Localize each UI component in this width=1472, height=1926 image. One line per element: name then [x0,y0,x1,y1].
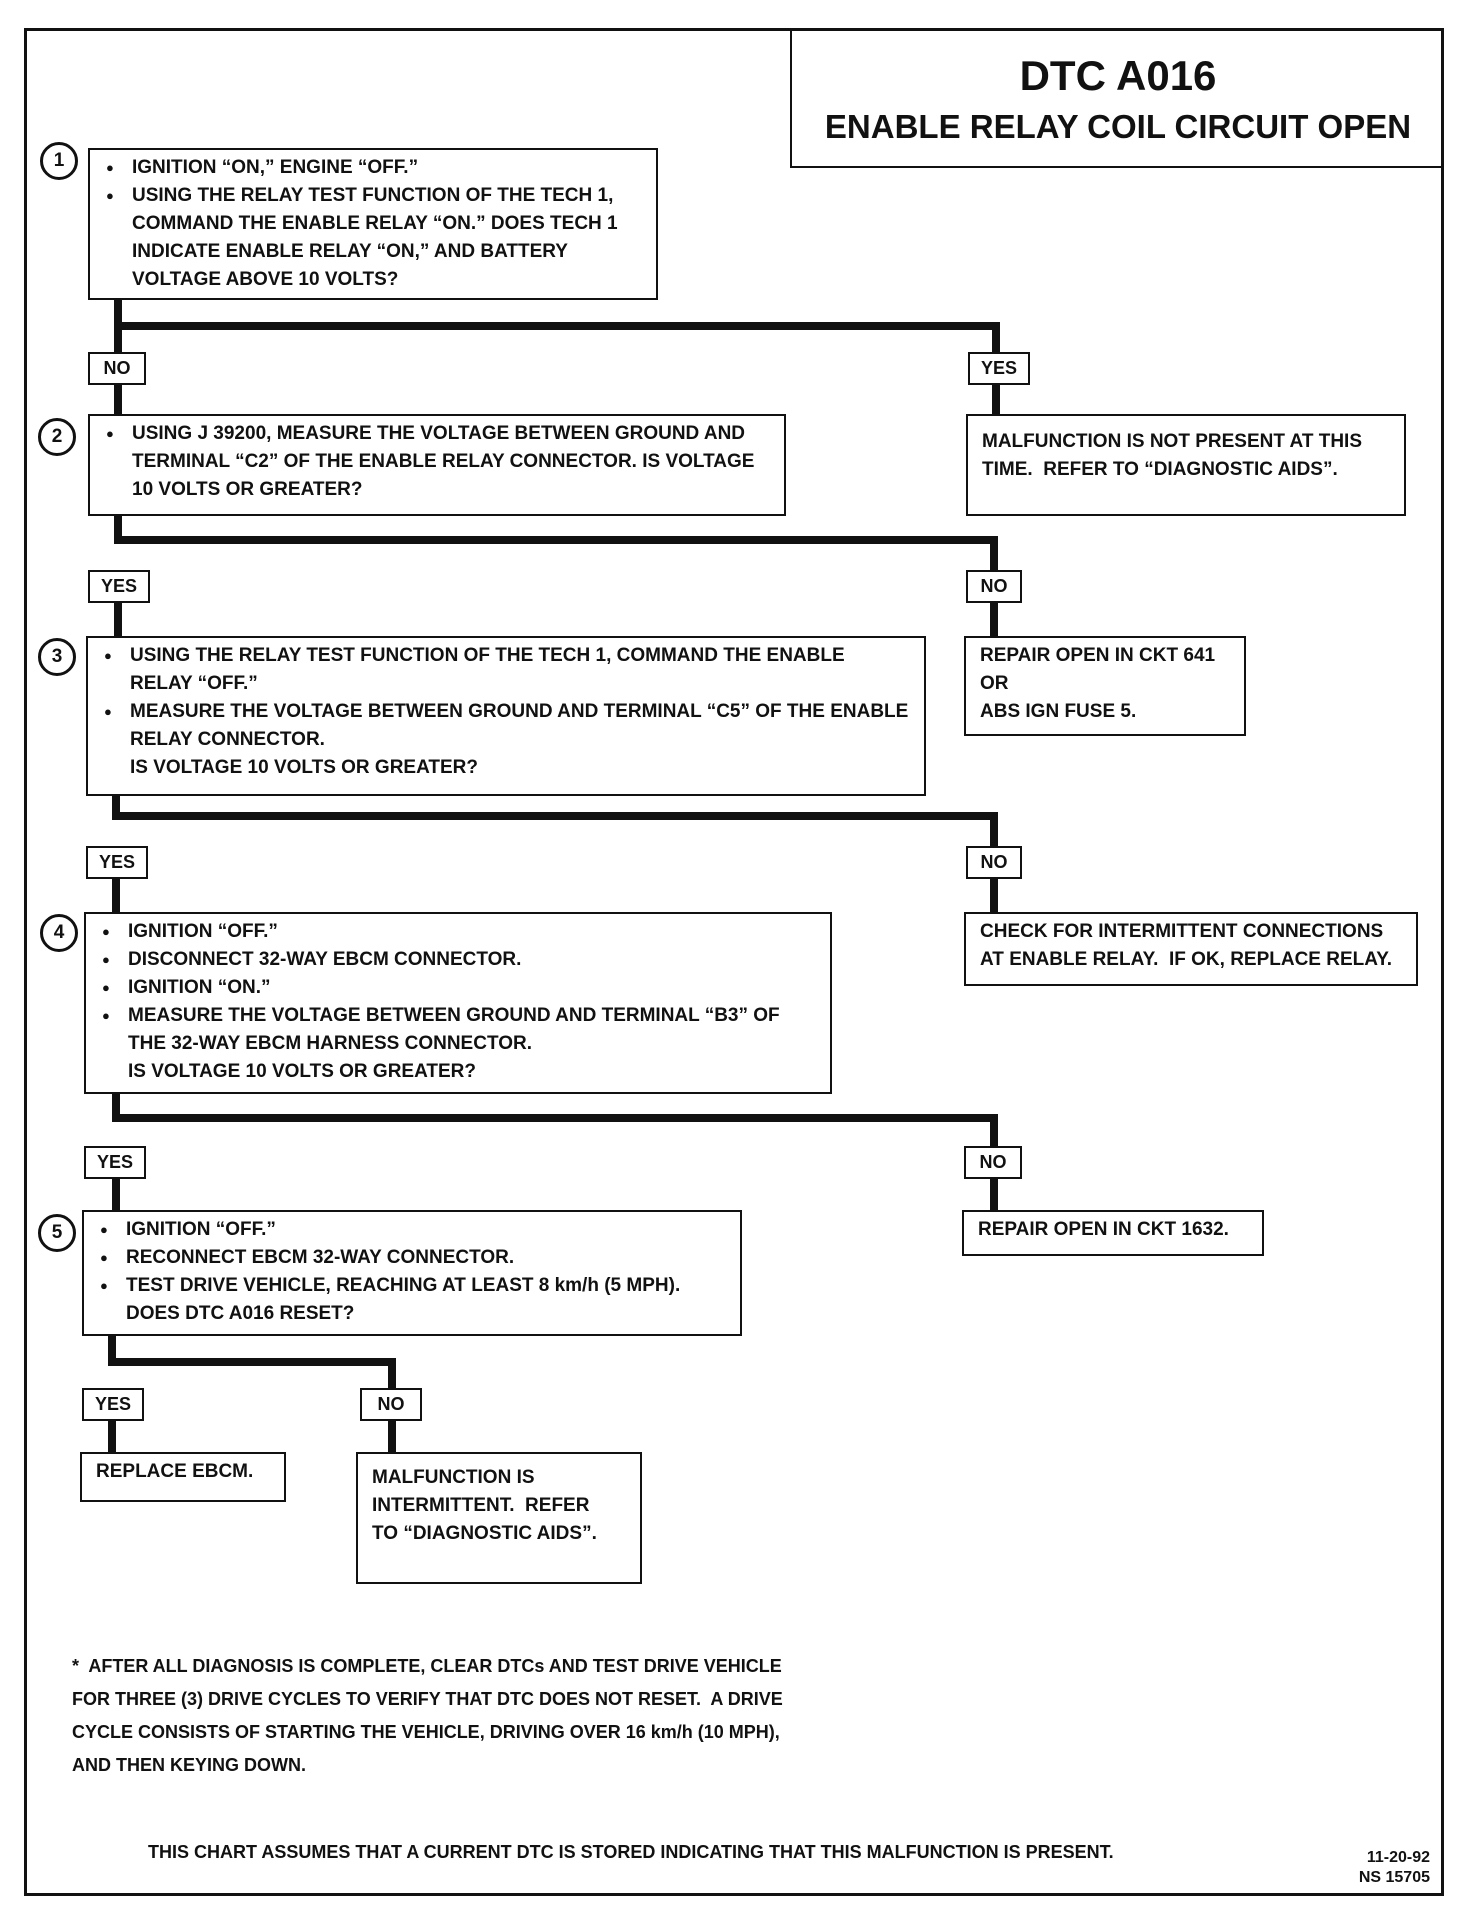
label-step3-no: NO [966,846,1022,879]
connector-s3 [112,790,998,850]
step-number-5: 5 [38,1214,76,1252]
label-step1-no: NO [88,352,146,385]
result-line: OR [980,673,1009,694]
label-step3-yes: YES [86,846,148,879]
diagnosis-note: * AFTER ALL DIAGNOSIS IS COMPLETE, CLEAR… [72,1650,783,1782]
result-line: TIME. REFER TO “DIAGNOSTIC AIDS”. [982,459,1338,480]
step-5-question: DOES DTC A016 RESET? [126,1303,355,1324]
dtc-code: DTC A016 [1019,52,1217,99]
result-replace-ebcm-box: REPLACE EBCM. [80,1452,286,1502]
step-5-box: IGNITION “OFF.” RECONNECT EBCM 32-WAY CO… [82,1210,742,1336]
connector-s2 [114,510,998,574]
step-number-4: 4 [40,914,78,952]
step-2-bullet: USING J 39200, MEASURE THE VOLTAGE BETWE… [104,420,770,504]
step-2-box: USING J 39200, MEASURE THE VOLTAGE BETWE… [88,414,786,516]
step-1-bullet: IGNITION “ON,” ENGINE “OFF.” [104,154,642,182]
step-4-bullet: IGNITION “ON.” [100,974,816,1002]
step-3-bullet: USING THE RELAY TEST FUNCTION OF THE TEC… [102,642,910,698]
document-ref: NS 15705 [1358,1869,1430,1886]
result-check-intermittent-box: CHECK FOR INTERMITTENT CONNECTIONS AT EN… [964,912,1418,986]
result-line: TO “DIAGNOSTIC AIDS”. [372,1523,597,1544]
chart-assumption: THIS CHART ASSUMES THAT A CURRENT DTC IS… [148,1842,1114,1862]
result-line: ABS IGN FUSE 5. [980,701,1137,722]
step-number-1: 1 [40,142,78,180]
result-not-present-box: MALFUNCTION IS NOT PRESENT AT THIS TIME.… [966,414,1406,516]
step-number-3: 3 [38,638,76,676]
step-4-bullet: IGNITION “OFF.” [100,918,816,946]
note-line: * AFTER ALL DIAGNOSIS IS COMPLETE, CLEAR… [72,1656,782,1676]
step-1-box: IGNITION “ON,” ENGINE “OFF.” USING THE R… [88,148,658,300]
label-step4-yes: YES [84,1146,146,1179]
result-line: MALFUNCTION IS NOT PRESENT AT THIS [982,431,1362,452]
document-date: 11-20-92 [1366,1849,1430,1866]
result-line: INTERMITTENT. REFER [372,1495,590,1516]
step-4-bullet: DISCONNECT 32-WAY EBCM CONNECTOR. [100,946,816,974]
label-step5-yes: YES [82,1388,144,1421]
connector-s1 [114,294,1000,356]
result-line: AT ENABLE RELAY. IF OK, REPLACE RELAY. [980,949,1393,970]
result-line: REPAIR OPEN IN CKT 641 [980,645,1216,666]
note-line: AND THEN KEYING DOWN. [72,1755,306,1775]
result-intermittent-box: MALFUNCTION IS INTERMITTENT. REFER TO “D… [356,1452,642,1584]
label-step5-no: NO [360,1388,422,1421]
step-number-2: 2 [38,418,76,456]
result-line: REPLACE EBCM. [96,1461,254,1482]
step-3-bullet: MEASURE THE VOLTAGE BETWEEN GROUND AND T… [102,698,910,754]
step-3-question: IS VOLTAGE 10 VOLTS OR GREATER? [130,757,479,778]
result-line: CHECK FOR INTERMITTENT CONNECTIONS [980,921,1384,942]
step-4-question: IS VOLTAGE 10 VOLTS OR GREATER? [128,1061,477,1082]
result-line: MALFUNCTION IS [372,1467,535,1488]
step-1-bullet: USING THE RELAY TEST FUNCTION OF THE TEC… [104,182,642,294]
result-line: REPAIR OPEN IN CKT 1632. [978,1219,1229,1240]
title-block: DTC A016 ENABLE RELAY COIL CIRCUIT OPEN [790,28,1444,168]
step-4-box: IGNITION “OFF.” DISCONNECT 32-WAY EBCM C… [84,912,832,1094]
result-repair-ckt641-box: REPAIR OPEN IN CKT 641 OR ABS IGN FUSE 5… [964,636,1246,736]
step-5-bullet: RECONNECT EBCM 32-WAY CONNECTOR. [98,1244,726,1272]
label-step2-no: NO [966,570,1022,603]
step-5-bullet: TEST DRIVE VEHICLE, REACHING AT LEAST 8 … [98,1272,726,1300]
document-ref-block: 11-20-92 NS 15705 [1332,1848,1430,1888]
label-step2-yes: YES [88,570,150,603]
connector-s4 [112,1088,998,1150]
label-step4-no: NO [964,1146,1022,1179]
connector-s5 [108,1330,396,1392]
label-step1-yes: YES [968,352,1030,385]
chart-frame [24,28,1444,1896]
step-5-bullet: IGNITION “OFF.” [98,1216,726,1244]
dtc-name: ENABLE RELAY COIL CIRCUIT OPEN [824,108,1412,145]
step-3-box: USING THE RELAY TEST FUNCTION OF THE TEC… [86,636,926,796]
note-line: CYCLE CONSISTS OF STARTING THE VEHICLE, … [72,1722,780,1742]
result-repair-ckt1632-box: REPAIR OPEN IN CKT 1632. [962,1210,1264,1256]
note-line: FOR THREE (3) DRIVE CYCLES TO VERIFY THA… [72,1689,783,1709]
step-4-bullet: MEASURE THE VOLTAGE BETWEEN GROUND AND T… [100,1002,816,1058]
